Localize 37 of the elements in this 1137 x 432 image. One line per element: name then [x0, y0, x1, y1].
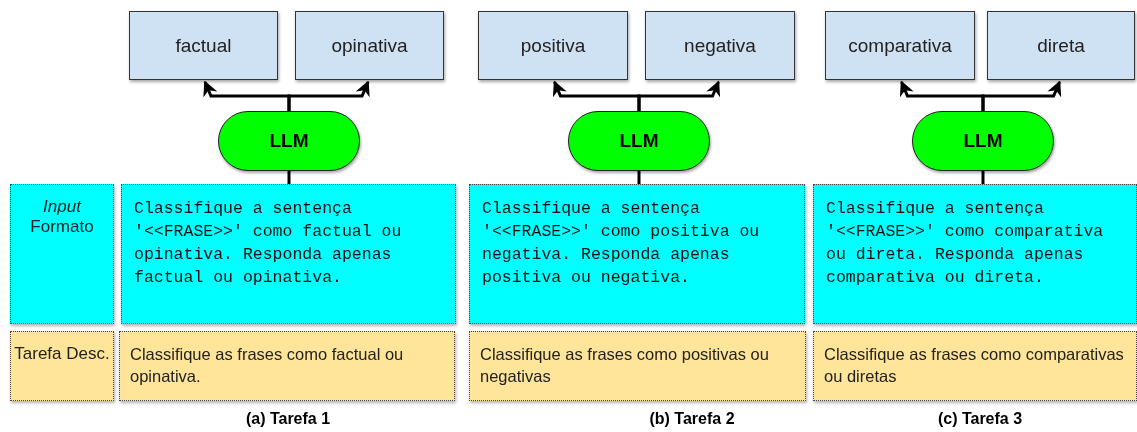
prompt-text: Classifique a sentença '<<FRASE>>' como comparativa ou direta. Responda apenas comparativa ou direta. — [826, 198, 1105, 289]
task-description: Classifique as frases como positivas ou negativas — [480, 344, 770, 387]
row-label-box — [10, 184, 114, 324]
prompt-box — [121, 184, 456, 324]
prompt-text: Classifique a sentença '<<FRASE>>' como positiva ou negativa. Responda apenas positiva ou negativa. — [482, 198, 761, 289]
output-label-box — [825, 11, 975, 80]
prompt-text: Classifique a sentença '<<FRASE>>' como factual ou opinativa. Responda apenas factual ou opinativa. — [134, 198, 403, 289]
class-label: factual — [175, 34, 232, 57]
class-label: direta — [1037, 34, 1085, 57]
output-label-box — [645, 11, 795, 80]
output-label-box — [987, 11, 1135, 80]
row-heading: Input Formato — [29, 197, 95, 237]
connector-arrow — [981, 80, 1062, 111]
llm-pill — [912, 111, 1054, 171]
connector-arrow — [637, 80, 721, 111]
class-label: negativa — [684, 34, 756, 57]
output-label-box — [295, 11, 444, 80]
class-label: comparativa — [848, 34, 952, 57]
description-box — [469, 331, 806, 401]
model-name: LLM — [963, 130, 1003, 152]
llm-pill — [568, 111, 710, 171]
prompt-box — [469, 184, 805, 324]
task-description: Classifique as frases como factual ou opinativa. — [130, 344, 405, 387]
connector-arrow — [287, 80, 370, 111]
model-name: LLM — [619, 130, 659, 152]
description-box — [119, 331, 455, 401]
row-label-box — [10, 331, 114, 401]
prompt-box — [813, 184, 1137, 324]
output-label-box — [478, 11, 628, 80]
llm-pill — [218, 111, 360, 171]
output-label-box — [129, 11, 278, 80]
model-name: LLM — [269, 130, 309, 152]
class-label: positiva — [520, 34, 586, 57]
row-heading: Tarefa Desc. — [14, 344, 110, 364]
description-box — [813, 331, 1137, 401]
class-label: opinativa — [331, 34, 408, 57]
task-description: Classifique as frases como comparativas ou diretas — [824, 344, 1125, 387]
